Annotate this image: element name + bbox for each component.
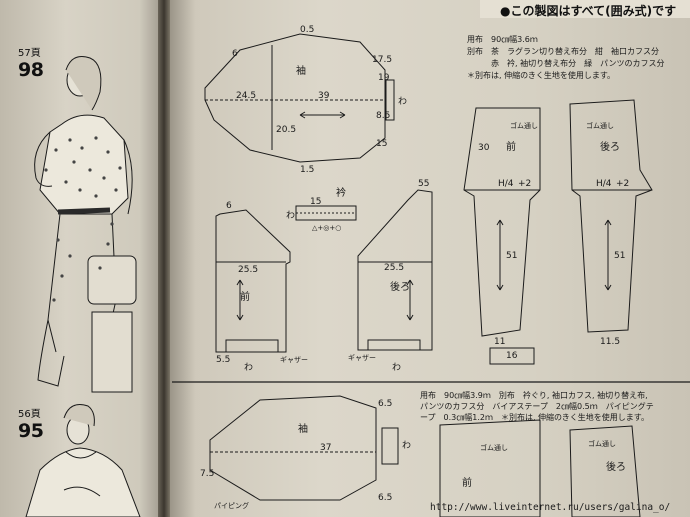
- materials-line: 用布 90㎝幅3.6ｍ: [467, 35, 538, 44]
- collar-h: 15: [310, 197, 321, 207]
- sleeve-95-b: 6.5: [378, 493, 392, 503]
- sleeve-label: 袖: [296, 64, 306, 77]
- right-page: [164, 0, 690, 517]
- cuff-w: 16: [506, 351, 518, 361]
- pants-plus: +2: [518, 179, 531, 189]
- sleeve-length: 39: [318, 91, 330, 101]
- header-background: [480, 0, 690, 18]
- fashion-illustration-98: [34, 56, 137, 393]
- back-label: 後ろ: [390, 280, 410, 293]
- front-fold: わ: [244, 362, 253, 373]
- materials-line: 用布 90㎝幅3.9ｍ 別布 衿ぐり, 袖口カフス, 袖切り替え布,: [420, 391, 648, 400]
- gather-front: ギャザー: [280, 356, 308, 364]
- front-label: 前: [240, 290, 250, 303]
- materials-95: 用布 90㎝幅3.9ｍ 別布 衿ぐり, 袖口カフス, 袖切り替え布, パンツのカ…: [420, 390, 654, 423]
- body-top: 6: [226, 201, 232, 211]
- elastic-back: ゴム通し: [586, 121, 614, 130]
- pants-front-95: [439, 419, 541, 517]
- sleeve-width: 24.5: [236, 91, 256, 101]
- body-c: 55: [418, 179, 429, 189]
- sleeve-piece-95: [209, 395, 399, 501]
- gather-back: ギャザー: [348, 354, 376, 362]
- pants-rise: 30: [478, 143, 490, 153]
- elastic-95-front: ゴム通し: [480, 443, 508, 452]
- materials-line: 赤 衿, 袖切り替え布分 緑 パンツのカフス分: [467, 59, 665, 68]
- sleeve-d: 19: [378, 73, 390, 83]
- materials-98: 用布 90㎝幅3.6ｍ 別布 茶 ラグラン切り替え布分 紺 袖口カフス分 赤 衿…: [467, 34, 664, 82]
- collar-label: 衿: [336, 186, 346, 199]
- book-spine: [158, 0, 170, 517]
- piping-label: パイピング: [214, 501, 249, 510]
- materials-line: パンツのカフス分 バイアステープ 2㎝幅0.5ｍ パイピングテ: [420, 402, 654, 411]
- back-bodice-98: [357, 189, 433, 351]
- pants-front-label: 前: [506, 140, 516, 153]
- pattern-98-label: 57頁 98: [18, 44, 44, 81]
- pants-hem: 11: [494, 337, 505, 347]
- elastic-front: ゴム通し: [510, 121, 538, 130]
- sleeve-top: 0.5: [300, 25, 314, 35]
- front-bodice-98: [215, 209, 291, 353]
- sleeve-95-length: 37: [320, 443, 331, 453]
- collar-fold: わ: [286, 210, 295, 221]
- elastic-95-back: ゴム通し: [588, 439, 616, 448]
- page-ref: 56頁: [18, 409, 41, 420]
- sleeve-95-fold: わ: [402, 440, 411, 451]
- sleeve-piece-98: [204, 33, 395, 163]
- body-a: 5.5: [216, 355, 230, 365]
- pants-front-98: [463, 107, 541, 365]
- pattern-number: 98: [18, 59, 44, 81]
- pants-95-front: 前: [462, 476, 472, 489]
- back-fold: わ: [392, 362, 401, 373]
- collar-formula: △+◎+○: [312, 224, 341, 232]
- sleeve-c: 8.5: [376, 111, 390, 121]
- fashion-illustration-95: [25, 404, 141, 517]
- materials-line: ープ 0.3㎝幅1.2ｍ ＊別布は, 伸縮のきく生地を使用します。: [420, 413, 650, 422]
- sleeve-95-c: 7.5: [200, 469, 214, 479]
- watermark: http://www.liveinternet.ru/users/galina_…: [430, 502, 671, 513]
- pants-len: 51: [506, 251, 517, 261]
- sleeve-a: 20.5: [276, 125, 296, 135]
- materials-line: 別布 茶 ラグラン切り替え布分 紺 袖口カフス分: [467, 47, 659, 56]
- pants-back-label: 後ろ: [600, 140, 620, 153]
- pants-back-98: [569, 99, 653, 333]
- pants-h: H/4: [498, 179, 514, 189]
- sleeve-b: 17.5: [372, 55, 392, 65]
- sleeve-e: 15: [376, 139, 387, 149]
- pants-back-95: [569, 425, 641, 517]
- sleeve-g: 1.5: [300, 165, 314, 175]
- body-width: 25.5: [238, 265, 258, 275]
- sleeve-f: 6: [232, 49, 238, 59]
- pants-back-h: H/4: [596, 179, 612, 189]
- pants-95-back: 後ろ: [606, 460, 626, 473]
- pattern-number: 95: [18, 420, 44, 442]
- page-header: ●この製図はすべて(囲み式)です: [500, 4, 677, 18]
- pants-back-len: 51: [614, 251, 625, 261]
- fold-mark: わ: [398, 96, 407, 107]
- sleeve-95-a: 6.5: [378, 399, 392, 409]
- materials-line: ＊別布は, 伸縮のきく生地を使用します。: [467, 71, 616, 80]
- pants-back-hem: 11.5: [600, 337, 620, 347]
- pattern-95-label: 56頁 95: [18, 405, 44, 442]
- polka-dots: [44, 136, 122, 302]
- back-width: 25.5: [384, 263, 404, 273]
- pants-back-plus: +2: [616, 179, 629, 189]
- page-ref: 57頁: [18, 48, 41, 59]
- sleeve-95-label: 袖: [298, 422, 308, 435]
- collar-piece-98: [295, 205, 357, 221]
